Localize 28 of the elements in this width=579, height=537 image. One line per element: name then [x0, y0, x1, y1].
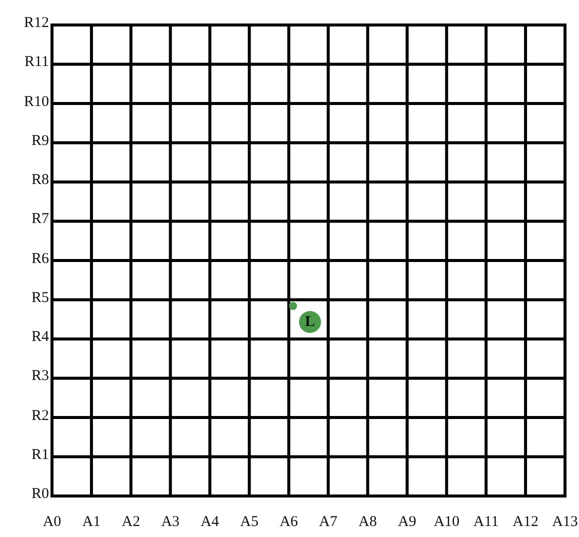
column-label: A10: [434, 514, 460, 530]
column-label: A11: [473, 514, 499, 530]
column-label: A12: [512, 514, 538, 530]
marker-circle: L: [299, 311, 321, 333]
row-label: R5: [31, 290, 49, 306]
row-label: R9: [31, 132, 49, 149]
column-label: A5: [240, 514, 258, 530]
row-label: R3: [31, 368, 49, 384]
row-label: R4: [31, 329, 49, 345]
column-label: A0: [42, 514, 62, 530]
row-label: R10: [24, 94, 49, 110]
row-label: R1: [31, 446, 49, 463]
column-label: A2: [122, 514, 140, 530]
row-label: R6: [31, 250, 49, 266]
row-label: R11: [24, 54, 49, 70]
column-label: A3: [161, 514, 180, 530]
column-label: A9: [398, 514, 416, 530]
column-label: A1: [82, 514, 101, 530]
column-label: A7: [319, 514, 338, 530]
column-label: A4: [200, 514, 220, 530]
row-label: R12: [24, 15, 49, 31]
column-label: A8: [358, 514, 377, 530]
row-label: R7: [31, 211, 49, 228]
row-label: R0: [31, 486, 49, 502]
row-label: R8: [31, 172, 49, 188]
column-label: A6: [280, 514, 298, 530]
row-label: R2: [31, 408, 49, 424]
column-label: A13: [552, 514, 578, 530]
